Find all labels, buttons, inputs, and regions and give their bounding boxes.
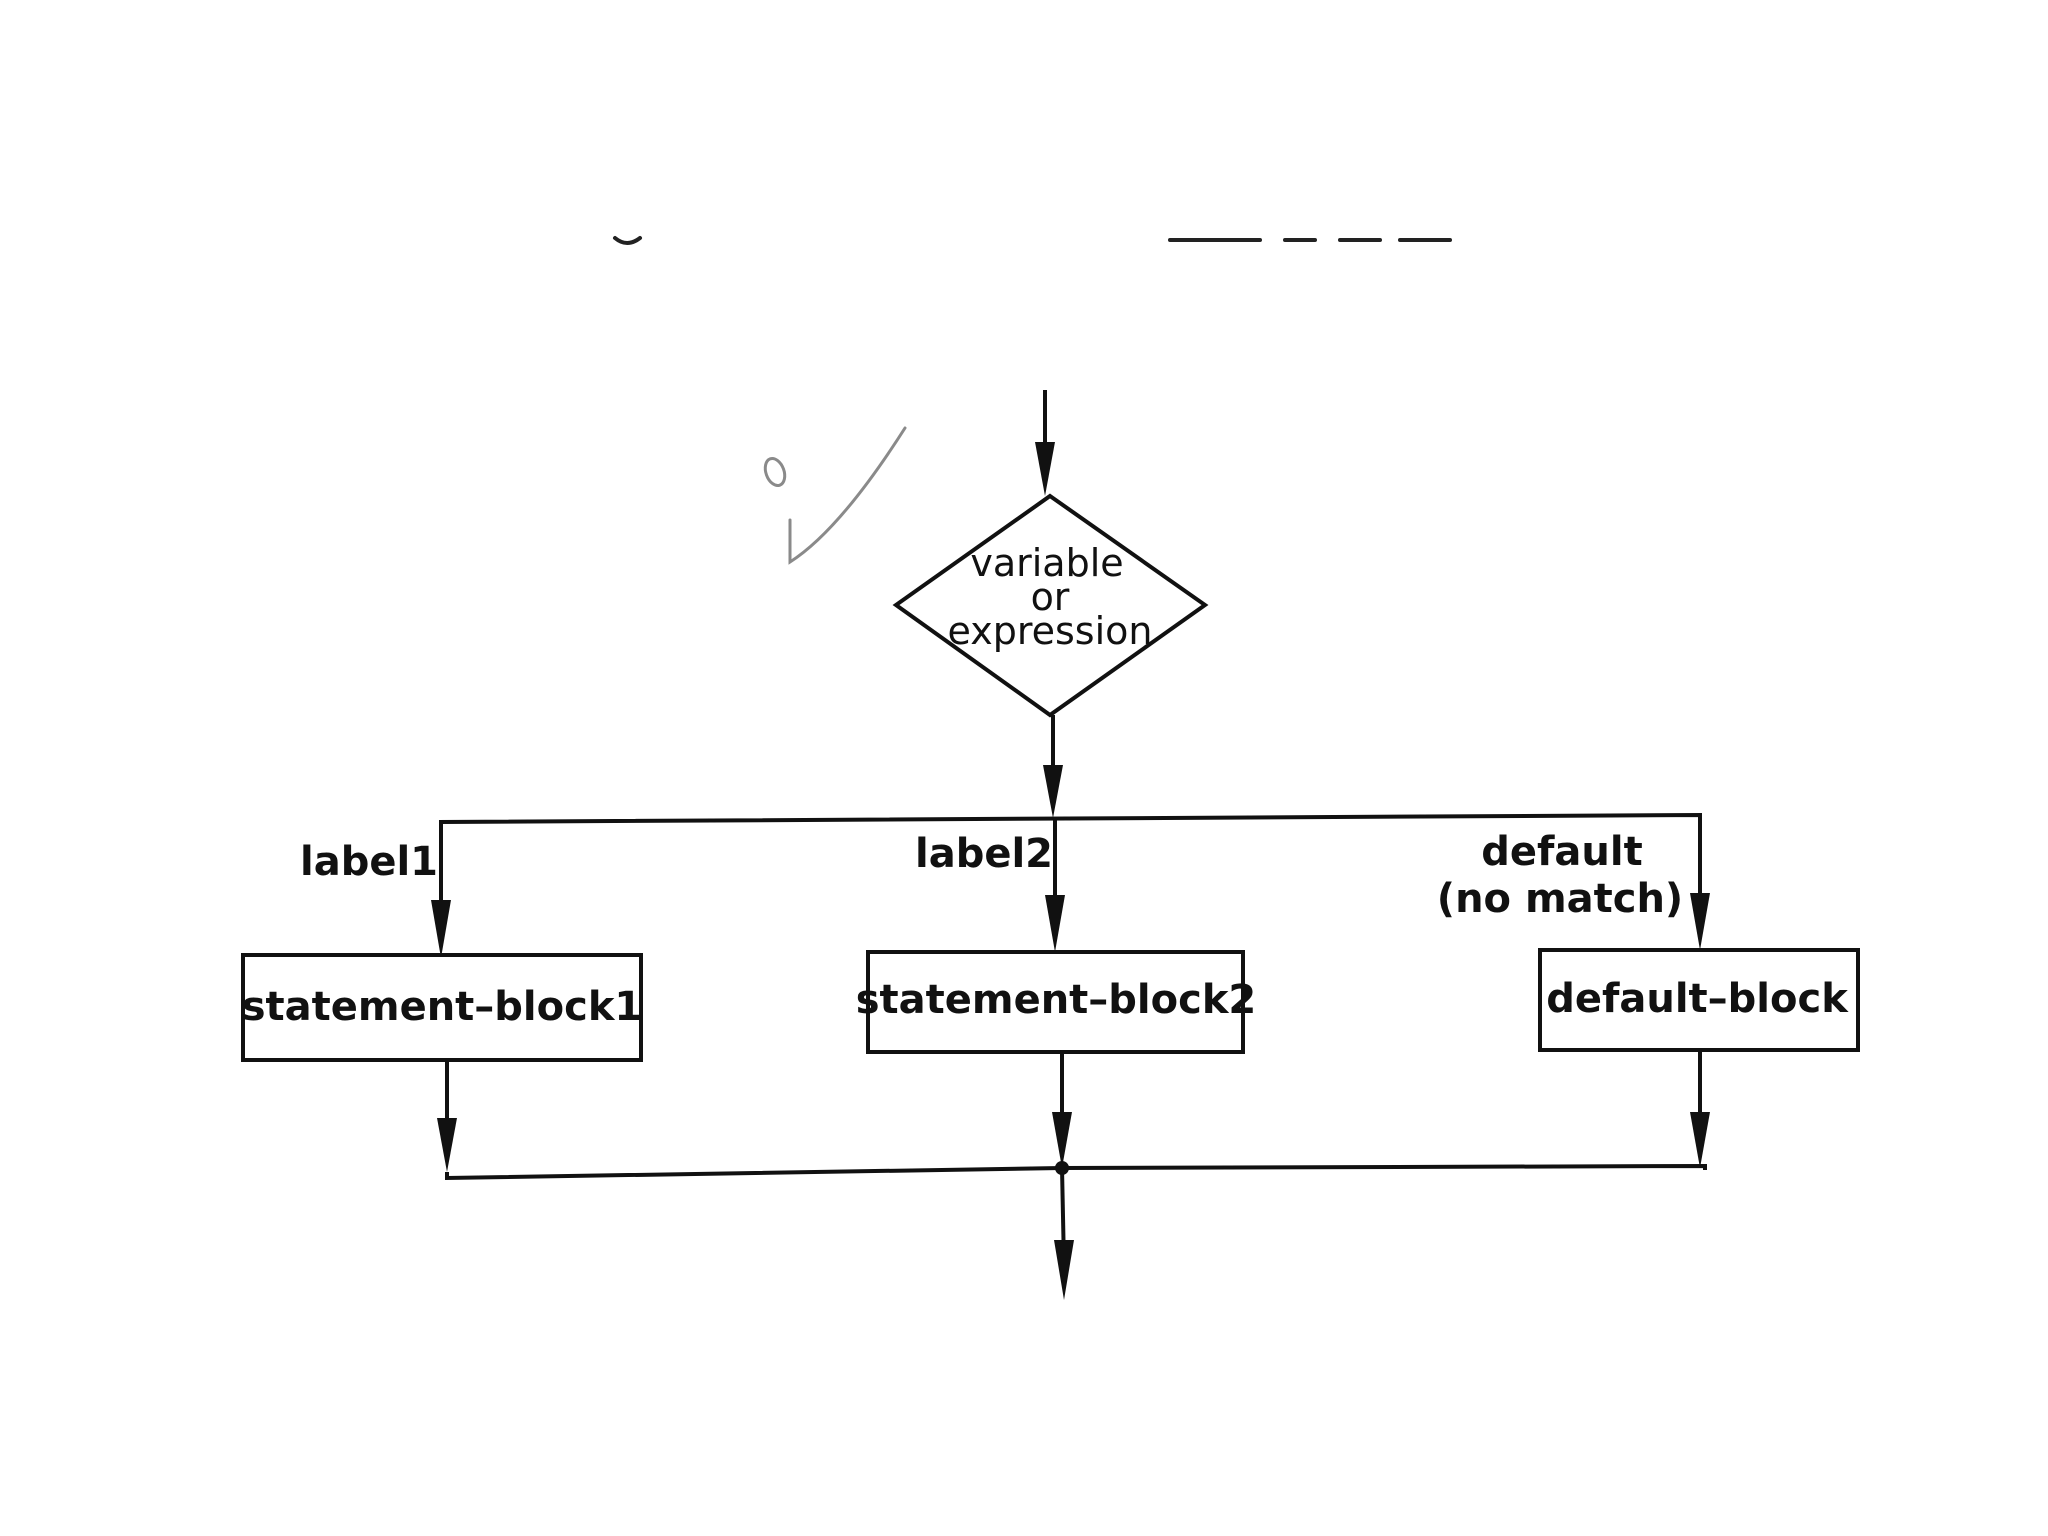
top-bus (439, 812, 1702, 945)
block2-output-arrow (1052, 1112, 1072, 1168)
entry-arrow (1035, 442, 1055, 496)
branch-default-arrow (1690, 893, 1710, 950)
decision-line-variable: variable (970, 541, 1123, 585)
decision-to-bus-arrow (1043, 765, 1063, 818)
statement-block2: statement–block2 (856, 950, 1257, 1054)
branch-default-label: default (1481, 829, 1642, 875)
branch-label1: label1 (300, 839, 438, 885)
statement-block1-text: statement–block1 (242, 984, 643, 1030)
branch-no-match-label: (no match) (1437, 876, 1683, 922)
default-output-arrow (1690, 1112, 1710, 1168)
decision-line-or: or (1031, 575, 1070, 619)
default-block-text: default–block (1546, 976, 1849, 1022)
statement-block2-text: statement–block2 (856, 977, 1257, 1023)
statement-block1: statement–block1 (241, 953, 643, 1062)
decision-diamond (892, 493, 1209, 718)
branch-label2: label2 (915, 831, 1053, 877)
exit-arrow (1054, 1240, 1074, 1300)
decision-line-expression: expression (948, 609, 1153, 653)
pencil-check-mark (763, 426, 907, 565)
cropped-heading-remnant (613, 236, 1452, 245)
merge-bus (445, 1163, 1707, 1181)
block1-output-arrow (437, 1118, 457, 1172)
branch-label1-arrow (431, 900, 451, 958)
branch-label2-arrow (1045, 895, 1065, 952)
default-block: default–block (1538, 948, 1860, 1052)
